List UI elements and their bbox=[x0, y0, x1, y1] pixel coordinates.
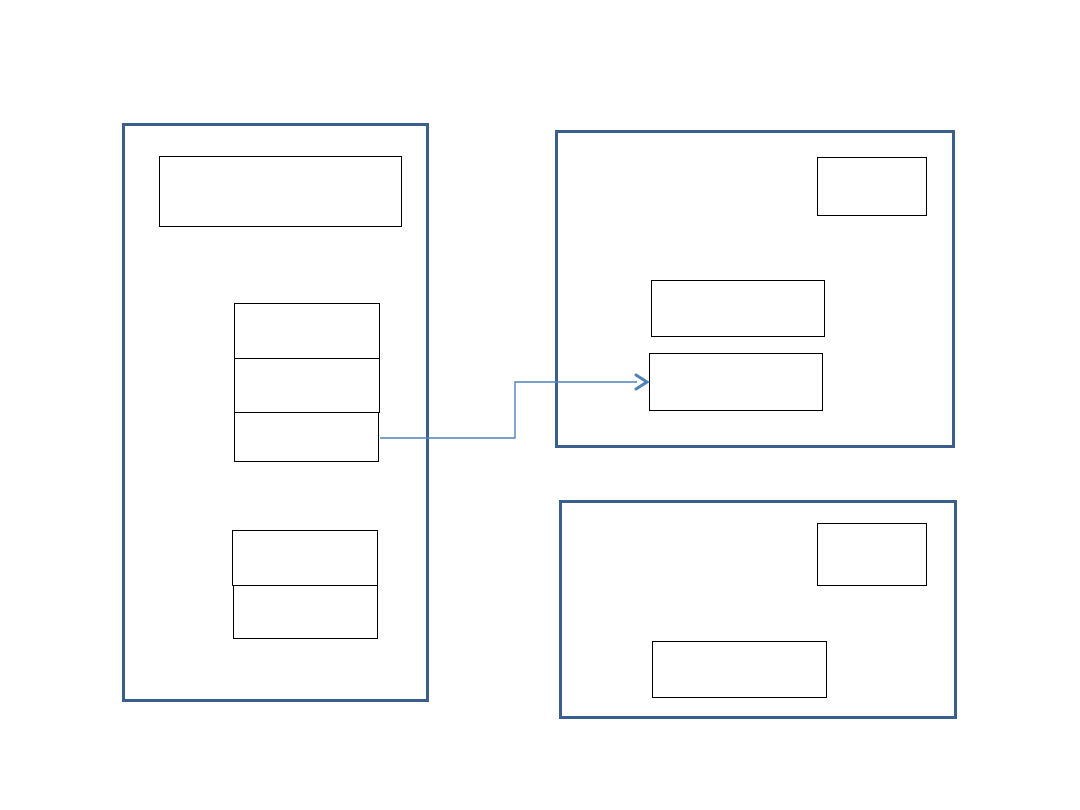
left-stack1-item2 bbox=[234, 358, 380, 413]
bottom-right-bottom-box bbox=[652, 641, 827, 698]
left-stack1-item1 bbox=[234, 303, 380, 359]
top-right-panel-container bbox=[555, 130, 955, 448]
top-right-mid-box bbox=[651, 280, 825, 337]
top-right-small-box bbox=[817, 157, 927, 216]
bottom-right-panel-container bbox=[559, 500, 957, 719]
bottom-right-small-box bbox=[817, 523, 927, 586]
left-header-box bbox=[159, 156, 402, 227]
left-stack1-item3 bbox=[234, 412, 379, 462]
top-right-low-box bbox=[649, 353, 823, 411]
left-stack2-item2 bbox=[233, 585, 378, 639]
left-stack2-item1 bbox=[232, 530, 378, 586]
